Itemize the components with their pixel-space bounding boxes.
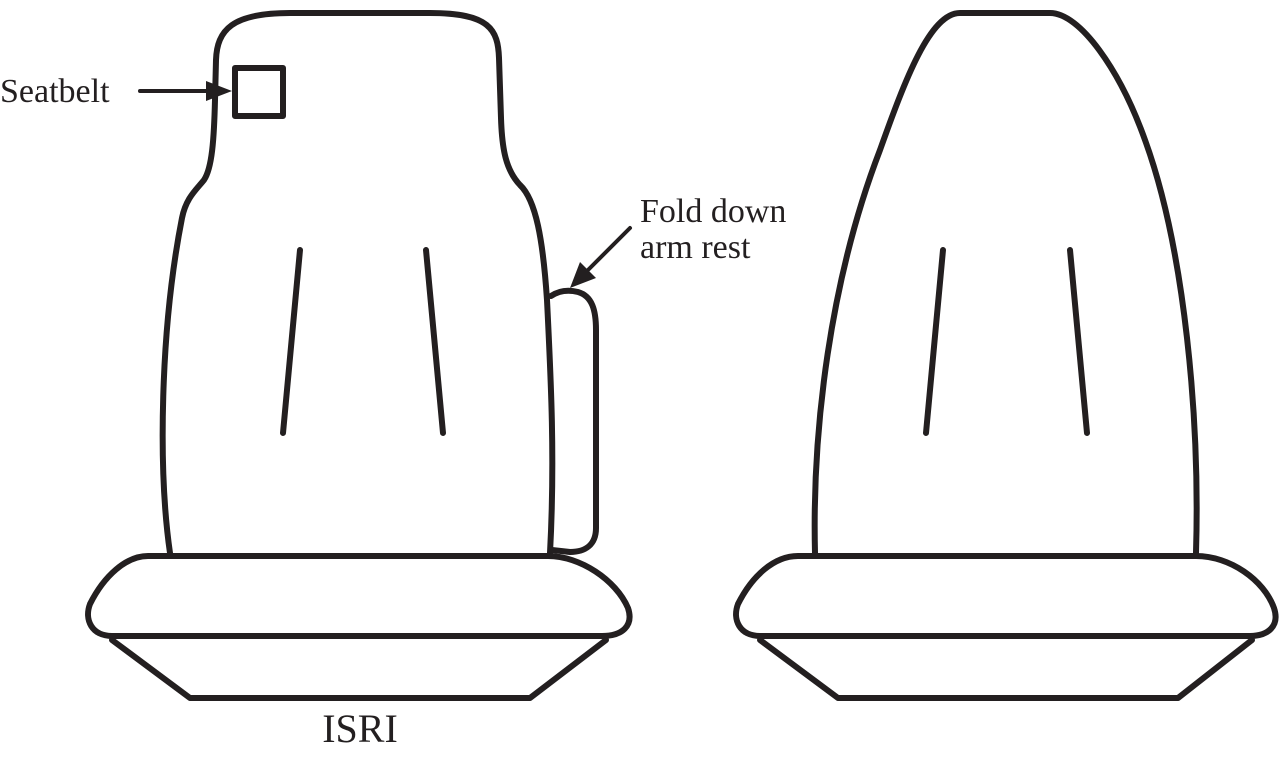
fold-down-armrest (548, 287, 599, 555)
isri-seat (85, 10, 633, 701)
plain-seat (733, 10, 1279, 701)
armrest-callout (570, 226, 632, 288)
armrest-label-line2: arm rest (640, 229, 751, 266)
plain-seat-backrest (811, 10, 1200, 556)
plain-seat-base (757, 637, 1255, 701)
isri-seat-base (109, 637, 609, 701)
isri-seat-backrest (159, 10, 556, 556)
armrest-arrowhead-icon (570, 262, 596, 288)
isri-seat-seam-right (423, 247, 446, 436)
seatbelt-label: Seatbelt (0, 73, 110, 110)
armrest-label-line1: Fold down (640, 193, 786, 230)
isri-seat-caption: ISRI (322, 706, 398, 751)
seatbelt-box (232, 65, 286, 119)
seatbelt-callout (138, 81, 232, 101)
plain-seat-cushion (733, 553, 1279, 639)
armrest-arrow-line (584, 226, 632, 274)
plain-seat-seam-right (1067, 247, 1090, 436)
seatbelt-arrowhead-icon (206, 81, 232, 101)
isri-seat-cushion (85, 553, 633, 639)
isri-seat-seam-left (280, 247, 303, 436)
plain-seat-seam-left (923, 247, 946, 436)
